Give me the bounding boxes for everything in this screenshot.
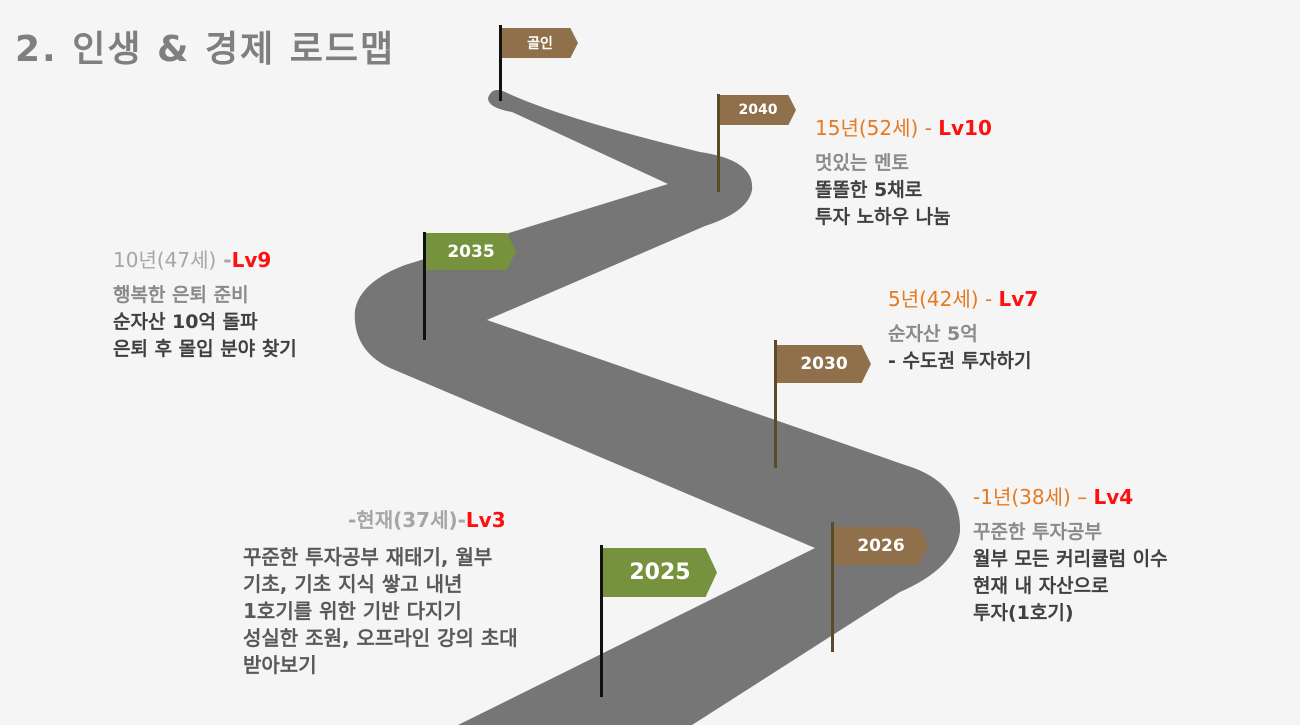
line: 투자(1호기) xyxy=(973,602,1074,624)
milestone-2026: -1년(38세) – Lv4 꾸준한 투자공부 월부 모든 커리큘럼 이수 현재… xyxy=(973,484,1168,627)
level: Lv9 xyxy=(231,248,272,272)
line: 1호기를 위한 기반 다지기 xyxy=(243,599,462,623)
flag-pole xyxy=(774,340,777,468)
flag-2040: 2040 xyxy=(720,95,796,125)
line: 똘똘한 5채로 xyxy=(815,179,923,201)
sep: - xyxy=(978,287,999,311)
line: 성실한 조원, 오프라인 강의 초대 xyxy=(243,626,518,650)
period: -1년(38세) xyxy=(973,485,1071,509)
line: - 수도권 투자하기 xyxy=(888,350,1032,372)
flag-pole xyxy=(499,25,502,101)
milestone-2035: 10년(47세) -Lv9 행복한 은퇴 준비 순자산 10억 돌파 은퇴 후 … xyxy=(113,247,297,363)
line: 꾸준한 투자공부 재태기, 월부 xyxy=(243,545,493,569)
flag-pole xyxy=(831,522,834,652)
page-title: 2. 인생 & 경제 로드맵 xyxy=(15,29,396,70)
level: Lv4 xyxy=(1093,485,1134,509)
line: 현재 내 자산으로 xyxy=(973,575,1109,597)
sep: - xyxy=(216,248,232,272)
line: 월부 모든 커리큘럼 이수 xyxy=(973,548,1168,570)
line: 행복한 은퇴 준비 xyxy=(113,284,249,306)
line: 순자산 10억 돌파 xyxy=(113,311,258,333)
flag-2025: 2025 xyxy=(603,548,717,597)
flag-2026: 2026 xyxy=(834,527,928,565)
period: 10년(47세) xyxy=(113,248,217,272)
milestone-2025: 꾸준한 투자공부 재태기, 월부 기초, 기초 지식 쌓고 내년 1호기를 위한… xyxy=(243,544,518,679)
line: 은퇴 후 몰입 분야 찾기 xyxy=(113,338,297,360)
sep: - xyxy=(918,116,939,140)
flag-pole xyxy=(423,232,426,340)
flag-pole xyxy=(600,545,603,697)
level: Lv3 xyxy=(465,508,506,532)
milestone-2025-heading: -현재(37세)-Lv3 xyxy=(348,507,506,534)
line: 꾸준한 투자공부 xyxy=(973,521,1102,543)
milestone-2040: 15년(52세) - Lv10 멋있는 멘토 똘똘한 5채로 투자 노하우 나눔 xyxy=(815,115,992,231)
period: 15년(52세) xyxy=(815,116,919,140)
period: -현재(37세)- xyxy=(348,508,466,532)
level: Lv7 xyxy=(998,287,1039,311)
line: 순자산 5억 xyxy=(888,323,978,345)
line: 받아보기 xyxy=(243,653,317,677)
period: 5년(42세) xyxy=(888,287,979,311)
sep: – xyxy=(1070,485,1094,509)
level: Lv10 xyxy=(938,116,992,140)
line: 멋있는 멘토 xyxy=(815,152,910,174)
line: 기초, 기초 지식 쌓고 내년 xyxy=(243,572,463,596)
flag-pole xyxy=(717,94,720,192)
line: 투자 노하우 나눔 xyxy=(815,206,951,228)
flag-2030: 2030 xyxy=(777,345,871,383)
milestone-2030: 5년(42세) - Lv7 순자산 5억 - 수도권 투자하기 xyxy=(888,286,1038,375)
flag-2035: 2035 xyxy=(426,233,516,270)
flag-goal: 골인 xyxy=(502,28,578,58)
